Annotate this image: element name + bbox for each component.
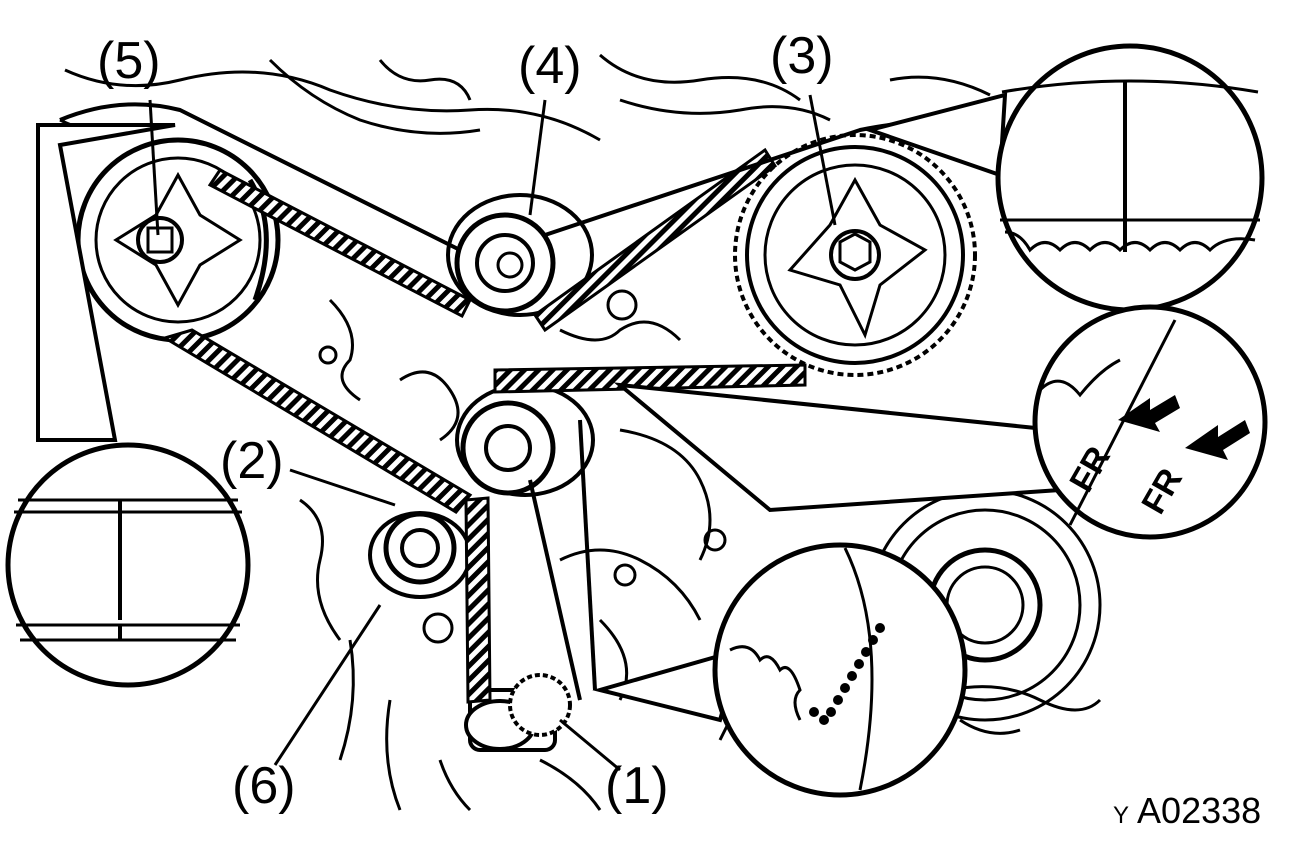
idler-pulley-middle: [455, 383, 595, 497]
alignment-dots: [809, 623, 885, 725]
callout-3: (3): [770, 27, 834, 85]
magnifier-bottom: [712, 542, 968, 798]
magnifier-left: [5, 442, 251, 688]
callout-6: (6): [232, 757, 296, 815]
callout-1: (1): [605, 757, 669, 815]
camshaft-pulley-right: [733, 133, 977, 377]
timing-belt: [59, 102, 1002, 704]
figure-code: Y A02338: [1113, 790, 1261, 832]
callout-2: (2): [220, 432, 284, 490]
callout-4: (4): [518, 37, 582, 95]
figure-code-prefix: Y: [1113, 802, 1130, 829]
figure-code-number: A02338: [1137, 790, 1262, 831]
callout-5: (5): [97, 32, 161, 90]
tensioner-pulley: [368, 511, 472, 599]
magnifier-top-right: [995, 43, 1265, 313]
camshaft-pulley-left: [75, 137, 281, 343]
leader-lines: [148, 94, 837, 772]
arrow-icon: [1118, 395, 1250, 460]
idler-pulley-top: [446, 193, 594, 317]
crankshaft-timing-pulley: [464, 673, 572, 752]
